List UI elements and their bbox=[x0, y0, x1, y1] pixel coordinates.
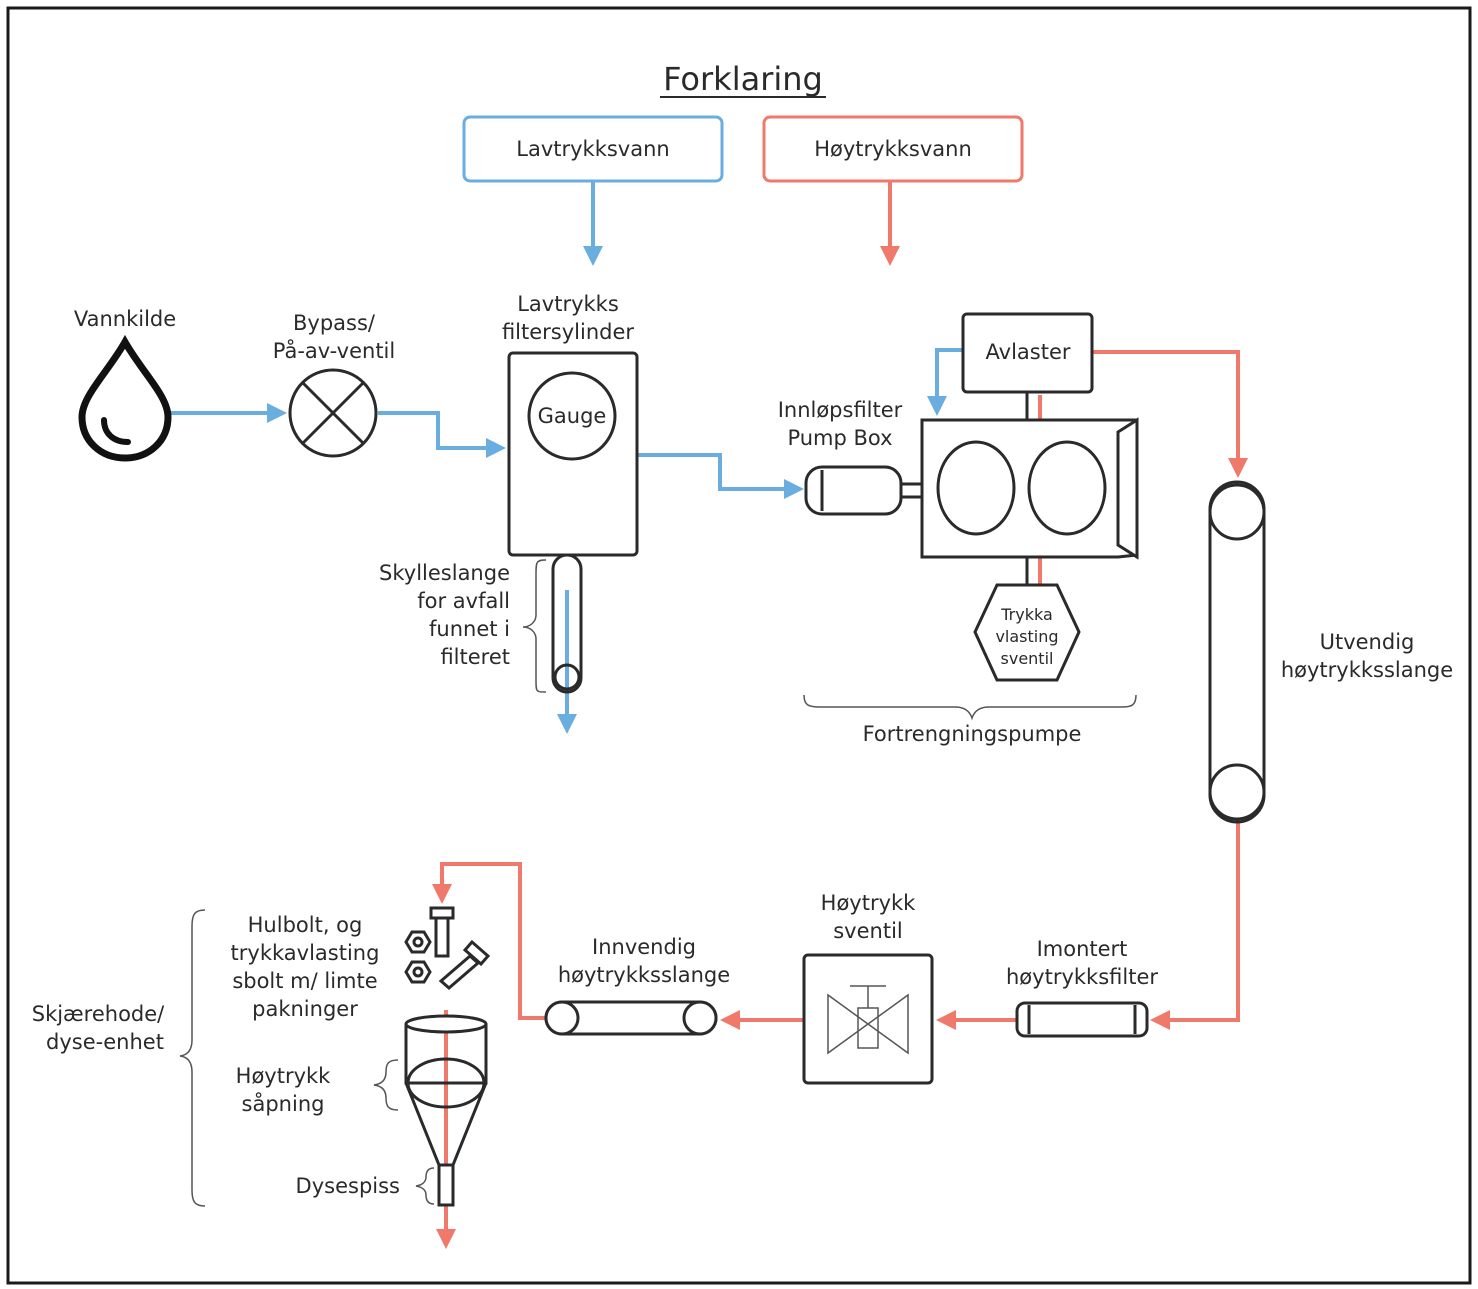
legend-title: Forklaring bbox=[663, 60, 823, 98]
nozzle-tip-label: Dysespiss bbox=[296, 1174, 400, 1198]
cutting-head: Hulbolt, og trykkavlasting sbolt m/ limt… bbox=[32, 906, 491, 1207]
bolt-nut-icon bbox=[404, 906, 491, 990]
low-pressure-flow bbox=[165, 348, 966, 734]
bolt-label-4: pakninger bbox=[252, 997, 358, 1021]
inlet-filter-icon bbox=[804, 465, 903, 516]
bypass-valve-label-1: Bypass/ bbox=[293, 311, 376, 335]
flow-relief-to-hose bbox=[1092, 350, 1248, 478]
high-pressure-valve: Høytrykk sventil bbox=[802, 891, 934, 1085]
low-filter-label-2: filtersylinder bbox=[502, 320, 634, 344]
external-hose-body bbox=[1208, 480, 1266, 824]
flush-tube bbox=[551, 553, 583, 694]
inline-filter-label-1: Imontert bbox=[1037, 937, 1128, 961]
bolt-label-1: Hulbolt, og bbox=[248, 913, 363, 937]
flow-hose-to-filter bbox=[1150, 820, 1240, 1030]
internal-hose-end-right bbox=[682, 1000, 718, 1036]
bolt-shank-top bbox=[434, 916, 450, 958]
inline-filter-icon bbox=[1015, 1001, 1149, 1038]
legend-low-pressure-label: Lavtrykksvann bbox=[516, 137, 669, 161]
inlet-filter-label-1: Innløpsfilter bbox=[778, 398, 903, 422]
pump-end-cap bbox=[1116, 417, 1139, 560]
internal-hose: Innvendig høytrykksslange bbox=[544, 935, 730, 1036]
flush-hose-label-3: funnet i bbox=[429, 617, 510, 641]
low-pressure-filter: Lavtrykks filtersylinder Gauge Skyllesla… bbox=[379, 292, 639, 694]
external-hose-label-2: høytrykksslange bbox=[1281, 658, 1453, 682]
orifice-label-2: såpning bbox=[242, 1091, 325, 1116]
flow-hose-to-head bbox=[432, 862, 546, 1020]
valve-cross-b bbox=[301, 381, 365, 445]
nozzle-tip-brace bbox=[415, 1167, 435, 1205]
flow-bypass-to-filter bbox=[378, 411, 506, 458]
cutting-head-label-2: dyse-enhet bbox=[46, 1030, 164, 1054]
orifice-brace bbox=[373, 1059, 399, 1111]
legend-high-pressure-box bbox=[762, 115, 1024, 183]
external-hose-label-1: Utvendig bbox=[1320, 630, 1415, 654]
legend-high-pressure-label: Høytrykksvann bbox=[814, 137, 972, 161]
cutting-head-label-1: Skjærehode/ bbox=[32, 1002, 165, 1026]
pump-chamber-left bbox=[936, 440, 1016, 536]
water-source-label: Vannkilde bbox=[74, 307, 176, 331]
inlet-filter-label-2: Pump Box bbox=[787, 426, 892, 450]
legend: Forklaring Lavtrykksvann Høytrykksvann bbox=[462, 60, 1024, 266]
hp-valve-box bbox=[802, 953, 934, 1085]
flush-tube-end bbox=[553, 663, 581, 691]
prv-label-2: vlasting bbox=[995, 627, 1058, 646]
internal-hose-label-2: høytrykksslange bbox=[558, 963, 730, 987]
hp-valve-label-1: Høytrykk bbox=[821, 891, 917, 915]
gauge-icon bbox=[527, 371, 617, 461]
water-source: Vannkilde bbox=[74, 307, 176, 462]
nut-bottom-icon bbox=[404, 960, 432, 984]
nut-bottom-hole bbox=[412, 966, 424, 978]
pump-assembly: Innløpsfilter Pump Box Avlaster Trykka v… bbox=[778, 312, 1139, 746]
external-hose-end-bottom bbox=[1208, 763, 1266, 821]
flush-hose-label-2: for avfall bbox=[417, 589, 510, 613]
water-drop-highlight bbox=[101, 417, 131, 445]
bolt-head-diag bbox=[462, 939, 491, 967]
valve-wing-left bbox=[827, 993, 870, 1055]
pump-chamber-right bbox=[1027, 440, 1107, 536]
internal-hose-label-1: Innvendig bbox=[592, 935, 696, 959]
bolt-label-2: trykkavlasting bbox=[231, 941, 380, 965]
bolt-label-3: sbolt m/ limte bbox=[232, 969, 377, 993]
flush-hose-label-4: filteret bbox=[440, 645, 510, 669]
valve-wing-right bbox=[866, 993, 909, 1055]
nut-top-hole bbox=[412, 936, 424, 948]
flow-relief-return bbox=[927, 348, 966, 416]
gauge-label: Gauge bbox=[538, 404, 607, 428]
hp-valve-label-2: sventil bbox=[833, 919, 903, 943]
bypass-valve: Bypass/ På-av-ventil bbox=[273, 311, 395, 458]
internal-hose-end-left bbox=[544, 1000, 580, 1036]
prv-label-3: sventil bbox=[1001, 649, 1054, 668]
head-cup-rim bbox=[404, 1014, 488, 1034]
inline-filter: Imontert høytrykksfilter bbox=[1006, 937, 1158, 1038]
cutting-head-brace bbox=[179, 909, 206, 1207]
outer-frame bbox=[6, 6, 1472, 1285]
flush-hose-label-1: Skylleslange bbox=[379, 561, 510, 585]
bolt-shank-diag bbox=[438, 954, 481, 990]
pump-label: Fortrengningspumpe bbox=[863, 722, 1082, 746]
prv-label-1: Trykka bbox=[1000, 605, 1053, 624]
flush-hose-brace bbox=[522, 559, 547, 693]
bypass-valve-label-2: På-av-ventil bbox=[273, 338, 395, 363]
orifice-label-1: Høytrykk bbox=[236, 1064, 332, 1088]
nut-top-icon bbox=[404, 930, 432, 954]
relief-label: Avlaster bbox=[986, 340, 1071, 364]
inline-filter-label-2: høytrykksfilter bbox=[1006, 965, 1158, 989]
external-hose: Utvendig høytrykksslange bbox=[1208, 480, 1453, 824]
pump-brace bbox=[803, 694, 1137, 721]
low-filter-label-1: Lavtrykks bbox=[517, 292, 619, 316]
external-hose-end-top bbox=[1208, 483, 1266, 541]
nozzle-tip-icon bbox=[437, 1163, 455, 1207]
pressure-relief-valve-icon bbox=[973, 583, 1081, 682]
flow-filter-to-inlet bbox=[636, 453, 804, 499]
